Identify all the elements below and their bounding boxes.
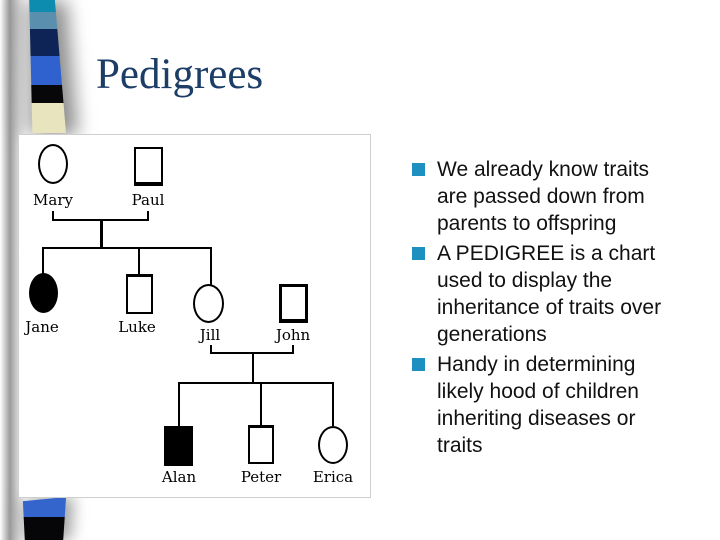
stripe-segment-black bbox=[29, 85, 66, 103]
pedigree-node-luke-male-unaffected bbox=[126, 274, 153, 314]
stripe-segment-black-bottom bbox=[22, 517, 67, 540]
decor-stripe-top-shape bbox=[29, 0, 66, 133]
pedigree-label-paul: Paul bbox=[131, 191, 165, 209]
stub-line-jill bbox=[210, 345, 212, 354]
stripe-segment-navy bbox=[29, 29, 66, 56]
stripe-segment-steel-blue bbox=[29, 12, 66, 29]
decor-stripe-bottom-shape bbox=[22, 497, 67, 540]
pedigree-node-mary-female-unaffected bbox=[38, 144, 68, 184]
bullet-item: Handy in determining likely hood of chil… bbox=[410, 351, 705, 459]
bullet-text: A PEDIGREE is a chart used to display th… bbox=[437, 242, 662, 346]
stripe-segment-royal-blue bbox=[29, 56, 66, 85]
descent-line-gen1 bbox=[100, 219, 103, 249]
drop-line-peter bbox=[260, 382, 262, 426]
bullet-square-icon bbox=[412, 358, 425, 371]
pedigree-label-mary: Mary bbox=[33, 191, 73, 209]
bullet-square-icon bbox=[412, 163, 425, 176]
stripe-segment-teal bbox=[29, 0, 66, 12]
decor-stripe-bottom bbox=[20, 497, 68, 540]
pedigree-label-jill: Jill bbox=[199, 326, 221, 344]
drop-line-jane bbox=[42, 247, 44, 274]
pedigree-node-paul-male-unaffected bbox=[134, 147, 163, 186]
pedigree-node-jill-female-unaffected bbox=[193, 284, 224, 323]
drop-line-erica bbox=[332, 382, 334, 426]
sibling-line-gen3 bbox=[178, 382, 334, 384]
stub-line-paul bbox=[147, 211, 149, 220]
descent-line-gen2 bbox=[252, 352, 254, 384]
stub-line-john bbox=[292, 345, 294, 354]
drop-line-luke bbox=[138, 247, 140, 275]
pedigree-label-luke: Luke bbox=[118, 318, 156, 336]
pedigree-node-peter-male-unaffected bbox=[248, 425, 274, 464]
pedigree-node-erica-female-unaffected bbox=[318, 426, 348, 464]
stripe-segment-blue bbox=[22, 497, 67, 517]
bullet-item: We already know traits are passed down f… bbox=[410, 156, 705, 237]
bullet-list: We already know traits are passed down f… bbox=[410, 156, 705, 462]
bullet-square-icon bbox=[412, 247, 425, 260]
pedigree-label-jane: Jane bbox=[25, 318, 59, 336]
drop-line-jill bbox=[210, 247, 212, 285]
pedigree-chart: Mary Paul Jane Luke Jill John Alan Pe bbox=[18, 134, 371, 498]
sibling-line-gen2 bbox=[42, 247, 212, 249]
pedigree-label-alan: Alan bbox=[161, 468, 197, 486]
pedigree-node-jane-female-affected bbox=[29, 273, 58, 313]
pedigree-node-alan-male-affected bbox=[164, 426, 193, 466]
bullet-text: We already know traits are passed down f… bbox=[437, 158, 650, 235]
pedigree-label-erica: Erica bbox=[312, 468, 354, 486]
drop-line-alan bbox=[178, 382, 180, 426]
pedigree-label-john: John bbox=[275, 326, 311, 344]
stripe-segment-cream bbox=[29, 103, 66, 133]
pedigree-node-john-male-unaffected bbox=[279, 284, 308, 323]
bullet-text: Handy in determining likely hood of chil… bbox=[437, 353, 639, 457]
bullet-item: A PEDIGREE is a chart used to display th… bbox=[410, 240, 705, 348]
slide-title: Pedigrees bbox=[96, 51, 264, 98]
pedigree-label-peter: Peter bbox=[240, 468, 282, 486]
stub-line-mary bbox=[52, 211, 54, 220]
decor-stripe-top bbox=[26, 0, 66, 133]
